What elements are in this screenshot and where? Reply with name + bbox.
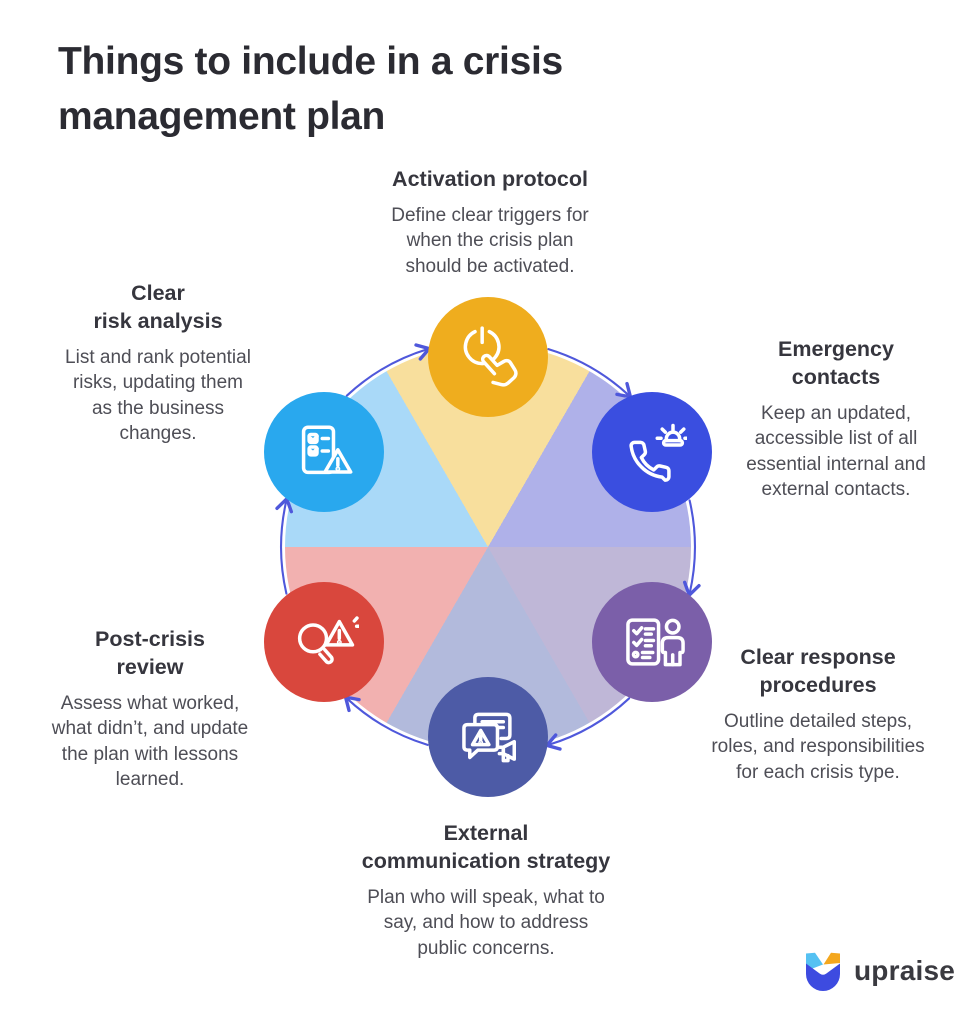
item-heading: Activation protocol: [392, 167, 588, 191]
node-activation-protocol: [428, 297, 548, 417]
upraise-logo-mark: [806, 952, 840, 991]
item-heading: Clear response procedures: [740, 645, 896, 697]
phone-siren-icon: [629, 423, 687, 482]
upraise-logo-text: upraise: [854, 955, 955, 986]
node-post-crisis-review: [264, 582, 384, 702]
node-clear-risk-analysis: [264, 392, 384, 512]
item-block-external-communication-strategy: External communication strategy Plan who…: [306, 820, 666, 961]
arrow-risk-to-activation: [345, 343, 431, 397]
cycle-arrows: [275, 343, 701, 751]
risk-checklist-warning-icon: [301, 425, 353, 475]
item-description: List and rank potential risks, updating …: [65, 346, 251, 445]
magnifier-warning-icon: [297, 616, 359, 665]
arrow-communication-to-postcrisis: [343, 695, 429, 746]
power-button-click-icon: [463, 326, 518, 387]
item-description: Keep an updated, accessible list of all …: [746, 402, 926, 501]
item-heading: Emergency contacts: [778, 337, 894, 389]
item-block-emergency-contacts: Emergency contacts Keep an updated, acce…: [716, 336, 956, 503]
node-emergency-contacts: [592, 392, 712, 512]
item-description: Outline detailed steps, roles, and respo…: [711, 710, 925, 783]
arrow-emergency-to-response: [682, 499, 701, 597]
item-block-clear-risk-analysis: Clear risk analysis List and rank potent…: [28, 280, 288, 447]
upraise-logo: upraise: [801, 948, 955, 994]
item-heading: External communication strategy: [361, 821, 611, 873]
item-description: Plan who will speak, what to say, and ho…: [367, 886, 605, 959]
arrow-postcrisis-to-risk: [275, 497, 294, 595]
page-title: Things to include in a crisis management…: [58, 40, 563, 139]
arrow-response-to-communication: [545, 697, 631, 751]
arrow-activation-to-emergency: [547, 348, 633, 399]
item-heading: Clear risk analysis: [93, 281, 223, 333]
alert-message-megaphone-icon: [462, 712, 516, 763]
node-external-communication-strategy: [428, 677, 548, 797]
item-description: Assess what worked, what didn’t, and upd…: [51, 692, 249, 791]
item-block-clear-response-procedures: Clear response procedures Outline detail…: [678, 644, 958, 785]
checklist-person-icon: [626, 618, 685, 667]
item-heading: Post-crisis review: [95, 627, 205, 679]
node-clear-response-procedures: [592, 582, 712, 702]
item-description: Define clear triggers for when the crisi…: [391, 204, 589, 277]
item-block-post-crisis-review: Post-crisis review Assess what worked, w…: [25, 626, 275, 793]
item-block-activation-protocol: Activation protocol Define clear trigger…: [320, 166, 660, 279]
